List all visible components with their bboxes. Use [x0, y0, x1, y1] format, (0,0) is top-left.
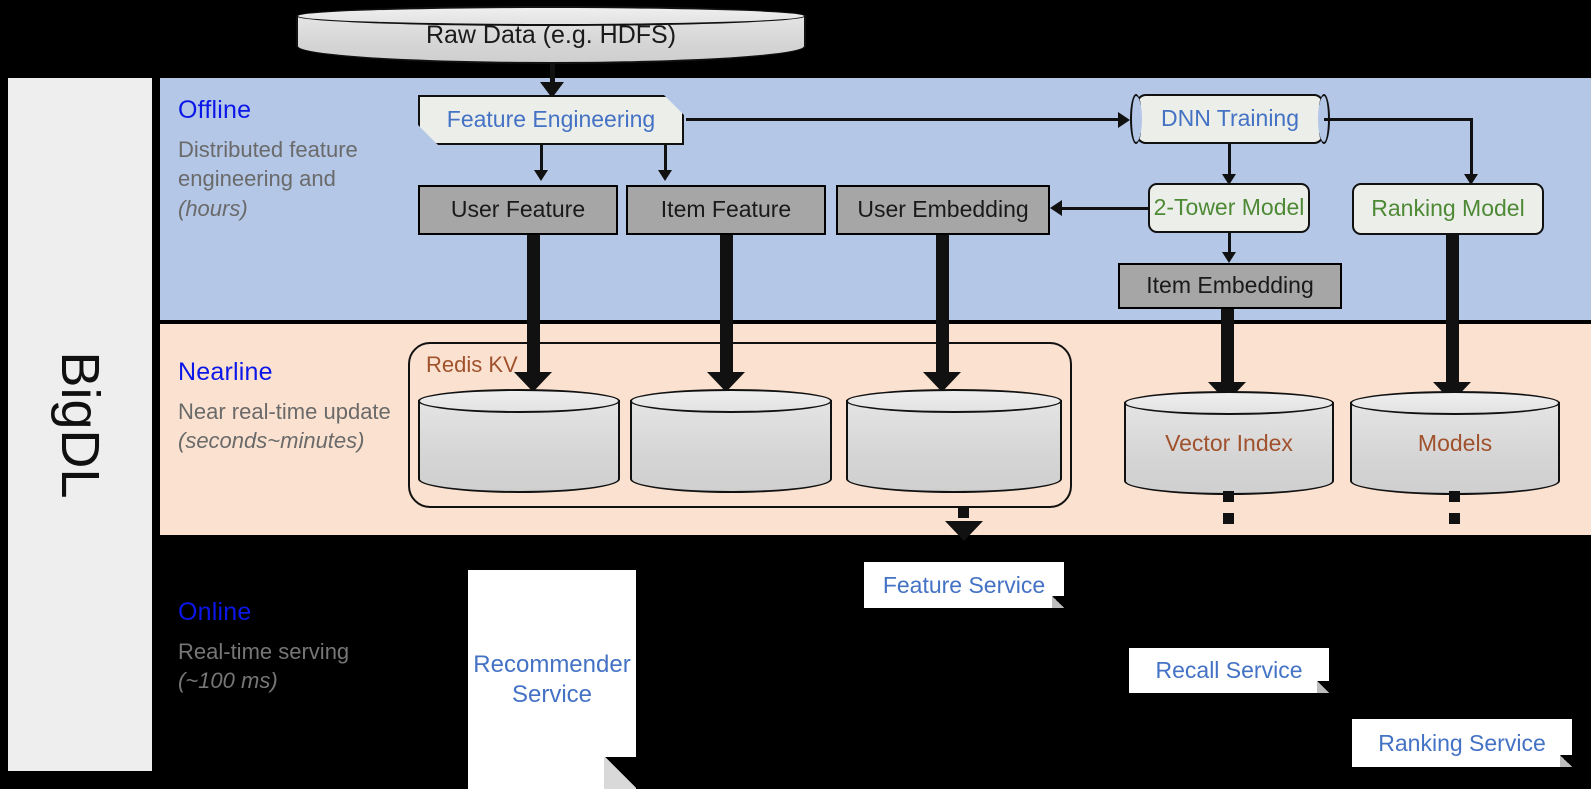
- arrowhead-fe-userfeature: [534, 170, 548, 181]
- node-item-embedding[interactable]: Item Embedding: [1118, 263, 1342, 309]
- node-item-feature-label: Item Feature: [660, 196, 792, 223]
- cylinder-top: [296, 6, 806, 26]
- cylinder-top: [846, 389, 1062, 413]
- pipe-userembedding-store: [936, 235, 949, 381]
- redis-kv-container: [408, 342, 1072, 508]
- models-label: Models: [1417, 429, 1493, 456]
- node-feature-engineering-label: Feature Engineering: [446, 106, 656, 133]
- arrowhead-redis-featureservice: [945, 521, 983, 541]
- card-recall-service[interactable]: Recall Service: [1129, 648, 1329, 693]
- models-cylinder[interactable]: Models: [1350, 391, 1560, 495]
- dash-vectorindex-recall-2: [1223, 513, 1234, 524]
- connector-rawdata-fe: [550, 64, 555, 86]
- offline-caption: Offline Distributed feature engineering …: [178, 96, 408, 223]
- node-dnn-training-label: DNN Training: [1160, 105, 1300, 132]
- store-user-embedding-label: [846, 389, 1062, 493]
- bigdl-sidebar: BigDL: [8, 78, 152, 771]
- store-item-feature-label: [630, 389, 832, 493]
- cylinder-body: [846, 400, 1062, 493]
- offline-description: Distributed feature engineering and (hou…: [178, 135, 408, 223]
- online-caption: Online Real-time serving (~100 ms): [178, 598, 408, 696]
- arrowhead-fe-dnn: [1118, 112, 1130, 128]
- arrowhead-fe-itemfeature: [658, 170, 672, 181]
- pipe-itemfeature-store: [720, 235, 733, 381]
- store-user-embedding-cylinder[interactable]: [846, 389, 1062, 493]
- nearline-description-text: Near real-time update: [178, 399, 391, 424]
- cylinder-body: [630, 400, 832, 493]
- page-fold-icon: [1317, 681, 1329, 693]
- redis-kv-label: Redis KV: [426, 352, 518, 377]
- connector-fe-itemfeature: [664, 145, 667, 173]
- vector-index-cylinder[interactable]: Vector Index: [1124, 391, 1334, 495]
- node-user-feature-label: User Feature: [450, 196, 586, 223]
- card-ranking-service[interactable]: Ranking Service: [1352, 719, 1572, 767]
- card-recall-service-label: Recall Service: [1155, 657, 1303, 684]
- nearline-title: Nearline: [178, 358, 273, 386]
- card-ranking-service-label: Ranking Service: [1378, 729, 1546, 756]
- connector-dnn-twotower: [1228, 144, 1231, 178]
- arrowhead-twotower-userembedding: [1050, 200, 1062, 216]
- dash-models-ranking-1: [1449, 491, 1460, 502]
- cylinder-top: [1350, 391, 1560, 415]
- dash-vectorindex-recall-1: [1223, 491, 1234, 502]
- page-fold-icon: [604, 757, 636, 789]
- store-item-feature-cylinder[interactable]: [630, 389, 832, 493]
- node-dnn-training[interactable]: DNN Training: [1130, 94, 1330, 144]
- pipe-rankingmodel-models: [1446, 235, 1459, 391]
- cylinder-top: [1124, 391, 1334, 415]
- online-description-text: Real-time serving: [178, 639, 350, 664]
- arrowhead-rawdata-fe: [540, 82, 564, 98]
- store-user-feature-cylinder[interactable]: [418, 389, 620, 493]
- card-feature-service-label: Feature Service: [882, 571, 1046, 598]
- arrowhead-userfeature-store: [514, 372, 552, 392]
- connector-fe-userfeature: [540, 145, 543, 173]
- node-user-embedding[interactable]: User Embedding: [836, 185, 1050, 235]
- arrowhead-dnn-ranking: [1464, 174, 1478, 185]
- node-item-embedding-label: Item Embedding: [1146, 272, 1314, 299]
- raw-data-cylinder: Raw Data (e.g. HDFS): [296, 6, 806, 64]
- arrowhead-itemfeature-store: [707, 372, 745, 392]
- connector-fe-dnn: [686, 118, 1120, 121]
- node-item-feature[interactable]: Item Feature: [626, 185, 826, 235]
- pipe-itemembedding-vectorindex: [1221, 309, 1234, 391]
- card-recommender-service-label: Recommender Service: [473, 650, 631, 708]
- connector-dnn-ranking-v: [1470, 118, 1473, 178]
- online-description-italic: (~100 ms): [178, 668, 278, 694]
- arrowhead-twotower-itemembedding: [1222, 252, 1236, 263]
- node-ranking-model[interactable]: Ranking Model: [1352, 183, 1544, 235]
- node-user-embedding-label: User Embedding: [857, 196, 1029, 223]
- connector-twotower-userembedding: [1062, 207, 1150, 210]
- online-description: Real-time serving (~100 ms): [178, 637, 408, 696]
- card-feature-service[interactable]: Feature Service: [864, 562, 1064, 608]
- page-fold-icon: [1052, 596, 1064, 608]
- nearline-description: Near real-time update (seconds~minutes): [178, 397, 408, 456]
- pipe-userfeature-store: [527, 235, 540, 381]
- bigdl-label: BigDL: [50, 350, 110, 499]
- dash-redis-featureservice: [958, 507, 969, 518]
- node-feature-engineering[interactable]: Feature Engineering: [418, 95, 684, 145]
- nearline-caption: Nearline Near real-time update (seconds~…: [178, 358, 408, 456]
- raw-data-label: Raw Data (e.g. HDFS): [425, 20, 677, 49]
- connector-twotower-itemembedding: [1228, 233, 1231, 257]
- dash-models-ranking-2: [1449, 513, 1460, 524]
- cylinder-top: [630, 389, 832, 413]
- arrowhead-userembedding-store: [923, 372, 961, 392]
- connector-dnn-ranking-h: [1324, 118, 1472, 121]
- arrowhead-dnn-twotower: [1222, 174, 1236, 185]
- offline-title: Offline: [178, 96, 252, 124]
- node-two-tower-model-label: 2-Tower Model: [1153, 194, 1305, 221]
- node-ranking-model-label: Ranking Model: [1371, 195, 1525, 222]
- page-fold-icon: [1560, 755, 1572, 767]
- vector-index-label: Vector Index: [1165, 429, 1293, 456]
- node-user-feature[interactable]: User Feature: [418, 185, 618, 235]
- offline-description-text: Distributed feature engineering and: [178, 137, 358, 192]
- cylinder-top: [418, 389, 620, 413]
- online-title: Online: [178, 598, 252, 626]
- store-user-feature-label: [418, 389, 620, 493]
- offline-description-italic: (hours): [178, 195, 248, 221]
- card-recommender-service[interactable]: Recommender Service: [468, 570, 636, 789]
- nearline-description-italic: (seconds~minutes): [178, 428, 365, 454]
- node-two-tower-model[interactable]: 2-Tower Model: [1148, 183, 1310, 233]
